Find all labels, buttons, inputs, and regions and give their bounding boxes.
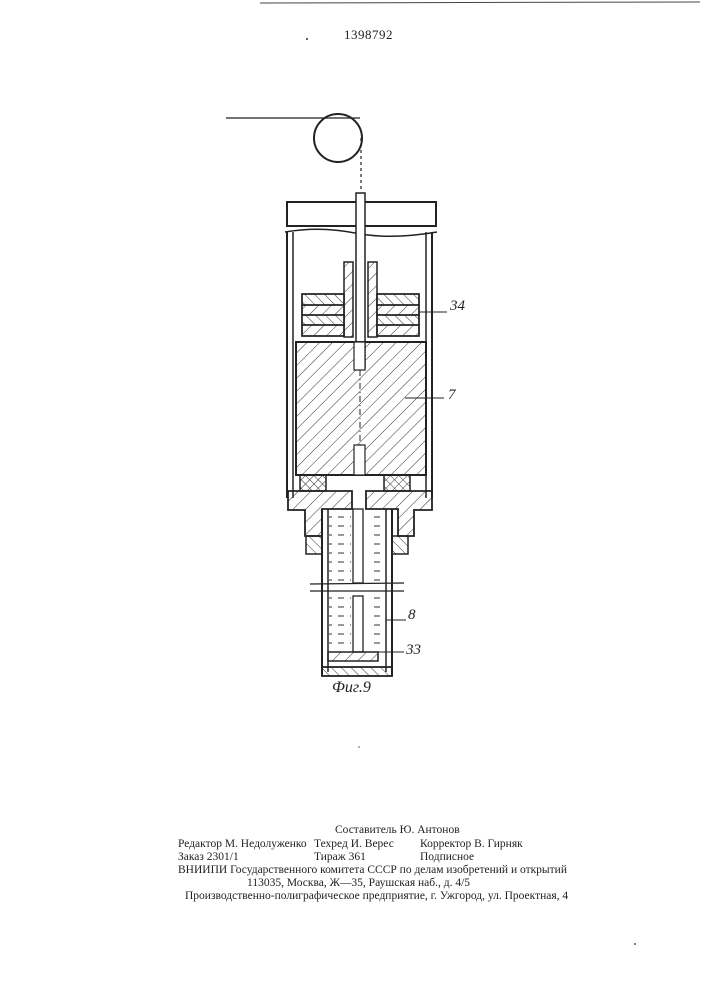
figure-caption: Фиг.9 bbox=[332, 681, 371, 694]
nut-left bbox=[306, 536, 322, 554]
page-top-edge bbox=[260, 2, 700, 3]
label-34: 34 bbox=[450, 300, 465, 313]
order-line: Заказ 2301/1 bbox=[178, 851, 239, 864]
label-7: 7 bbox=[448, 389, 456, 402]
speck bbox=[306, 38, 308, 40]
liquid-right bbox=[368, 512, 385, 582]
nut-right bbox=[392, 536, 408, 554]
speck bbox=[358, 746, 360, 748]
disk-33 bbox=[328, 652, 378, 661]
liquid-right-lower bbox=[368, 596, 385, 650]
print-run-line: Тираж 361 bbox=[314, 851, 366, 864]
corrector-line: Корректор В. Гирняк bbox=[420, 838, 523, 851]
liquid-left bbox=[329, 512, 351, 582]
rod-lower-2 bbox=[353, 596, 363, 652]
seal-right bbox=[384, 475, 410, 491]
compiler-line: Составитель Ю. Антонов bbox=[335, 824, 460, 837]
techred-line: Техред И. Верес bbox=[314, 838, 394, 851]
subscription-line: Подписное bbox=[420, 851, 474, 864]
break-line-tube-1 bbox=[310, 583, 404, 584]
rod-lower bbox=[353, 509, 363, 583]
pulley bbox=[314, 114, 362, 162]
speck bbox=[634, 943, 636, 945]
sleeve-left bbox=[344, 262, 353, 337]
block-bore-bottom bbox=[354, 445, 365, 475]
label-8: 8 bbox=[408, 609, 416, 622]
label-33: 33 bbox=[406, 644, 421, 657]
block-bore-top bbox=[354, 342, 365, 370]
address-line: 113035, Москва, Ж—35, Раушская наб., д. … bbox=[247, 877, 470, 890]
printer-line: Производственно-полиграфическое предприя… bbox=[185, 890, 568, 903]
vniipi-line: ВНИИПИ Государственного комитета СССР по… bbox=[178, 864, 567, 877]
patent-number: 1398792 bbox=[344, 28, 393, 41]
tube-bottom bbox=[322, 667, 392, 676]
seal-left bbox=[300, 475, 326, 491]
liquid-left-lower bbox=[329, 596, 351, 650]
sleeve-right bbox=[368, 262, 377, 337]
editor-line: Редактор М. Недолуженко bbox=[178, 838, 307, 851]
